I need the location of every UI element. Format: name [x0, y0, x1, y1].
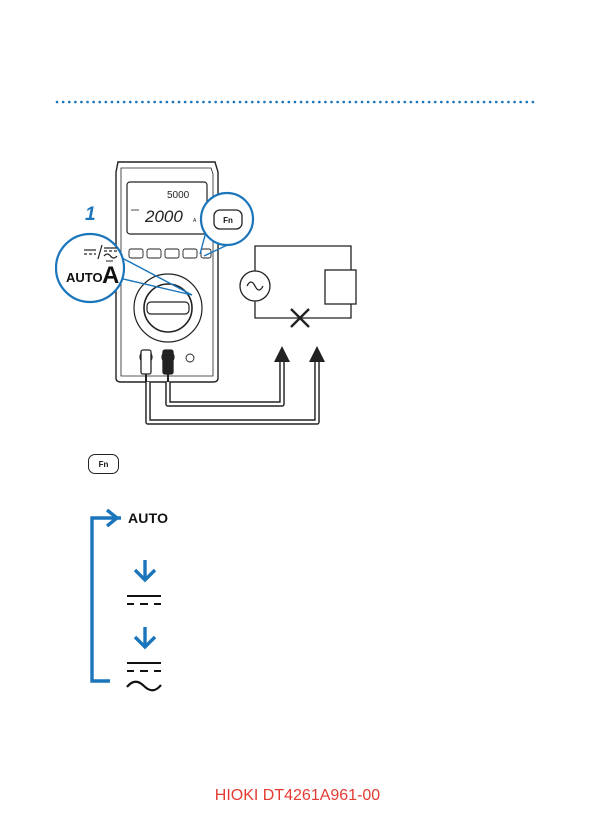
multimeter: 5000 2000 A	[116, 162, 218, 382]
callout-unit: A	[102, 262, 119, 289]
document-code: HIOKI DT4261A961-00	[0, 787, 595, 805]
down-arrow-icon	[135, 627, 155, 647]
step-number: 1	[85, 204, 96, 225]
display-sub-value: 5000	[167, 190, 190, 201]
display-main-value: 2000	[144, 207, 183, 226]
auto-mode-label: AUTO	[128, 510, 168, 526]
circuit	[240, 246, 356, 327]
callout-auto-text: AUTO	[66, 270, 103, 285]
ac-dc-symbol-icon	[127, 663, 161, 690]
mode-cycle-flow	[85, 505, 195, 705]
callout-fn-label: Fn	[223, 216, 233, 225]
dc-symbol-icon	[127, 596, 161, 604]
loop-arrow	[92, 510, 121, 681]
fn-key-icon: Fn	[88, 454, 119, 474]
meter-circuit-illustration: 5000 2000 A	[55, 150, 375, 430]
dotted-divider	[55, 100, 540, 104]
down-arrow-icon	[135, 560, 155, 580]
